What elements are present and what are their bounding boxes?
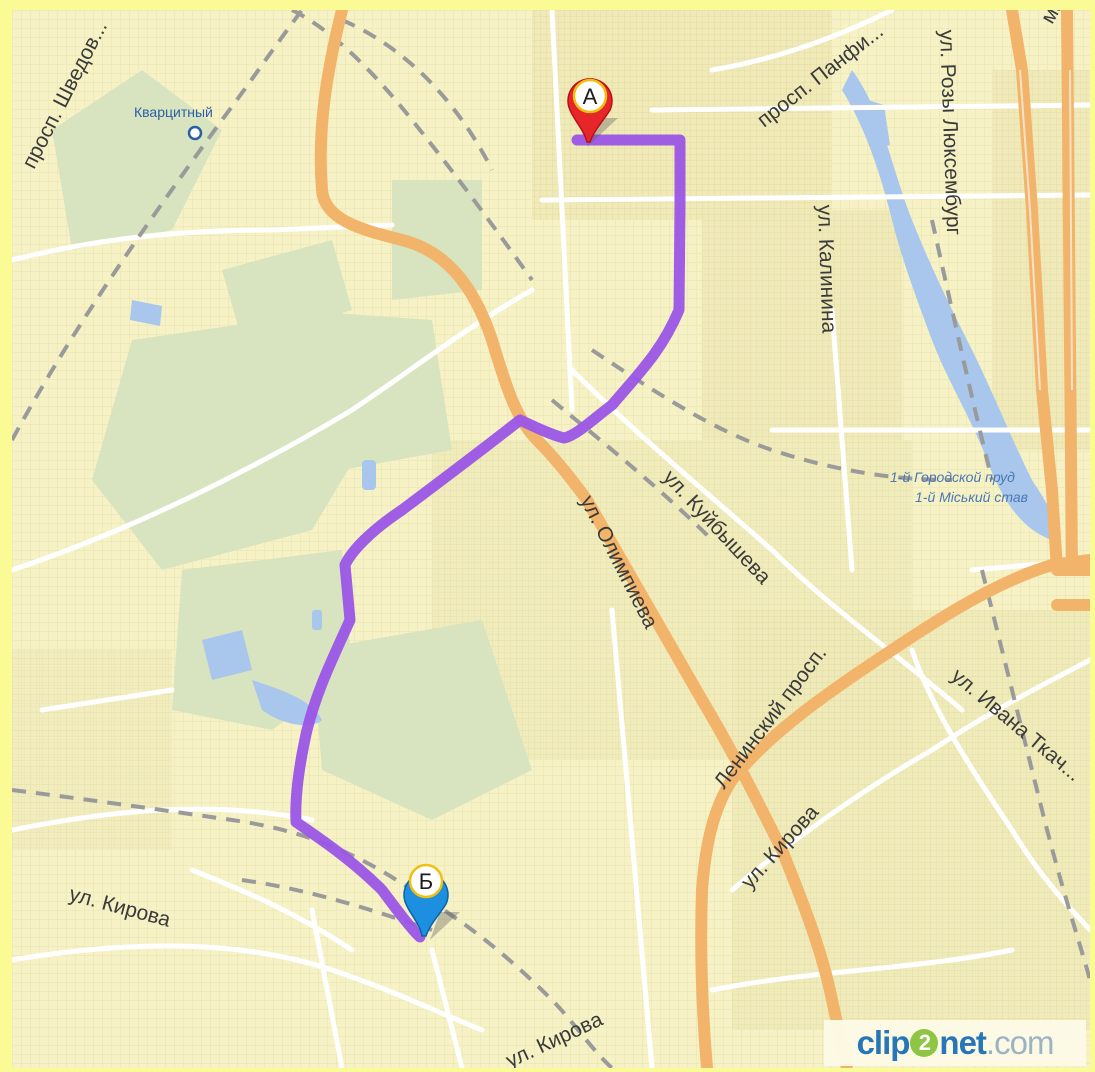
water-label-pond-ua: 1-й Міський став bbox=[915, 489, 1028, 505]
map-view[interactable]: Кварцитный просп. Шведов... просп. Панфи… bbox=[12, 10, 1090, 1068]
watermark-part-com: .com bbox=[985, 1024, 1055, 1061]
marker-start-badge bbox=[572, 78, 608, 114]
water-label-pond-ru: 1-й Городской пруд bbox=[890, 469, 1015, 485]
marker-start-label: А bbox=[583, 84, 598, 109]
major-roads bbox=[314, 10, 1090, 1068]
map-canvas: Кварцитный просп. Шведов... просп. Панфи… bbox=[12, 10, 1090, 1068]
marker-end-badge bbox=[408, 863, 444, 899]
minor-roads bbox=[12, 10, 1090, 1068]
parks bbox=[52, 70, 532, 820]
station-label-kvartsitny: Кварцитный bbox=[134, 104, 213, 120]
urban-blocks bbox=[12, 10, 1090, 1030]
water-bodies bbox=[130, 70, 1056, 726]
marker-start[interactable]: А bbox=[567, 78, 618, 147]
route-path[interactable] bbox=[290, 134, 686, 943]
marker-end[interactable]: Б bbox=[403, 863, 460, 940]
station-icon[interactable] bbox=[187, 125, 203, 141]
watermark-part-net: net bbox=[939, 1024, 986, 1061]
watermark-part-clip: clip bbox=[856, 1024, 911, 1061]
street-label-kalinina: ул. Калинина bbox=[813, 204, 840, 334]
major-roads-centerline bbox=[1019, 69, 1073, 391]
marker-end-label: Б bbox=[419, 869, 433, 894]
watermark-part-2: 2 bbox=[910, 1029, 939, 1057]
